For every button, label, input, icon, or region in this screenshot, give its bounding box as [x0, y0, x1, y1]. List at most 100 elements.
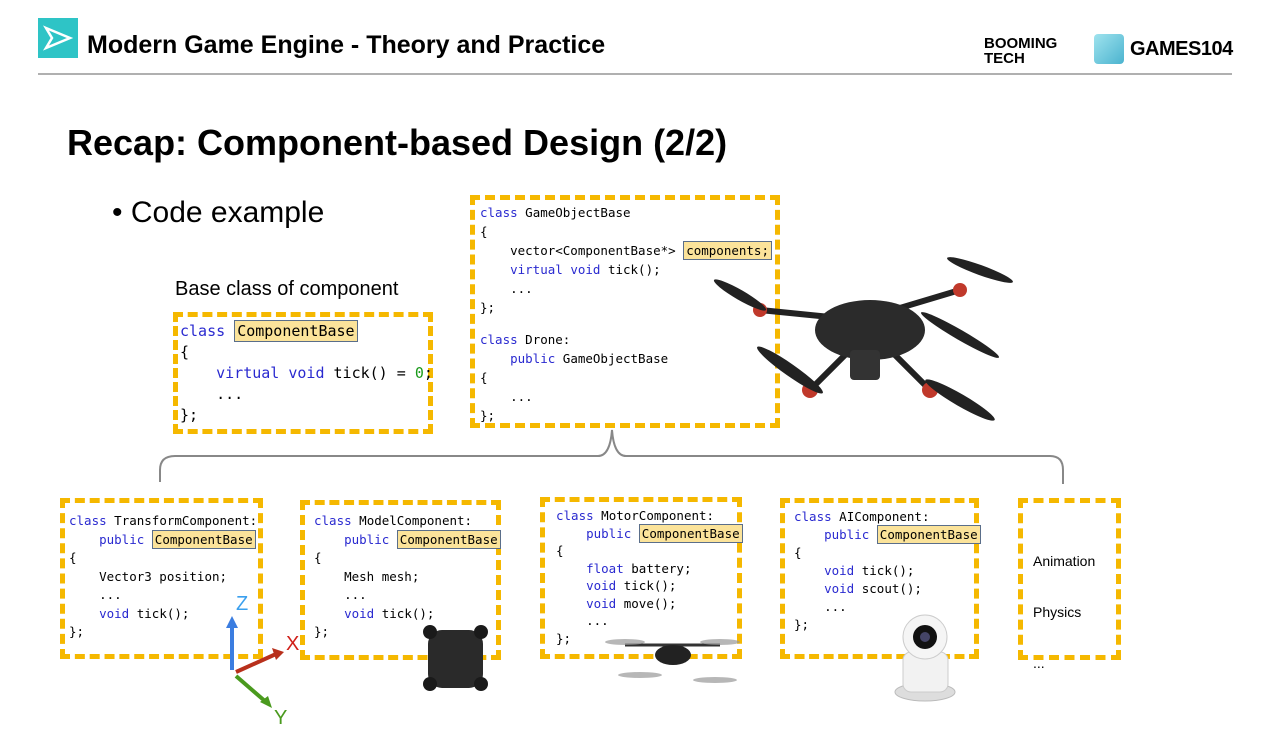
- code-token: [480, 351, 510, 366]
- z-axis-label: Z: [236, 593, 248, 615]
- code-token: [389, 532, 397, 547]
- code-token: [869, 527, 877, 542]
- keyword-token: void: [824, 563, 855, 578]
- code-token: [556, 561, 586, 576]
- axis-gizmo: Z X Y: [226, 593, 299, 729]
- code-line: class AIComponent:: [794, 508, 965, 526]
- keyword-token: public: [824, 527, 870, 542]
- code-token: {: [556, 543, 564, 558]
- code-line: ...: [794, 598, 965, 616]
- code-token: ...: [556, 613, 609, 628]
- code-token: vector<ComponentBase*>: [480, 243, 684, 258]
- code-token: Drone:: [517, 331, 571, 347]
- code-token: [556, 578, 586, 593]
- model-drone-image: [423, 625, 488, 691]
- keyword-token: void: [586, 595, 617, 611]
- keyword-token: class: [556, 508, 594, 523]
- keyword-token: public: [586, 525, 632, 541]
- code-line: virtual void tick() = 0;: [180, 363, 433, 384]
- code-token: [69, 532, 99, 547]
- highlighted-token: ComponentBase: [638, 523, 743, 543]
- code-line: public ComponentBase: [556, 523, 743, 543]
- code-line: float battery;: [556, 560, 726, 578]
- code-component-base: class ComponentBase{ virtual void tick()…: [173, 312, 433, 434]
- code-line: };: [180, 405, 426, 426]
- y-axis: [234, 674, 268, 704]
- code-token: {: [794, 545, 802, 560]
- keyword-token: float: [586, 560, 624, 576]
- code-token: [556, 526, 586, 541]
- code-token: [144, 532, 152, 547]
- code-line: public ComponentBase: [794, 525, 981, 544]
- code-token: };: [314, 624, 330, 639]
- code-token: };: [480, 407, 496, 423]
- code-token: [314, 532, 344, 547]
- keyword-token: public: [510, 350, 556, 366]
- code-line: class ModelComponent:: [314, 512, 487, 531]
- code-token: scout();: [854, 581, 922, 596]
- code-line: class TransformComponent:: [69, 512, 257, 531]
- base-class-caption: Base class of component: [175, 278, 399, 300]
- keyword-token: class: [480, 331, 518, 347]
- code-token: };: [69, 624, 85, 639]
- code-token: ...: [180, 385, 244, 403]
- code-line: ...: [480, 279, 770, 298]
- code-gameobject-base: class GameObjectBase { vector<ComponentBa…: [470, 195, 780, 428]
- code-token: ...: [794, 599, 847, 614]
- code-token: tick();: [374, 605, 435, 621]
- code-token: ModelComponent:: [351, 513, 473, 528]
- code-line: {: [480, 368, 770, 387]
- code-line: };: [556, 630, 726, 648]
- code-token: tick();: [129, 605, 190, 621]
- highlighted-token: ComponentBase: [151, 529, 256, 549]
- code-token: [480, 262, 510, 277]
- code-token: [794, 581, 824, 596]
- keyword-token: public: [99, 531, 145, 547]
- other-animation: Animation: [1033, 553, 1096, 569]
- code-line: ...: [180, 384, 426, 405]
- drone-image: [713, 257, 1013, 421]
- slide-heading: Recap: Component-based Design (2/2): [67, 122, 728, 163]
- code-line: {: [69, 549, 254, 568]
- code-token: tick();: [600, 262, 661, 277]
- code-token: TransformComponent:: [106, 513, 258, 528]
- code-line: ...: [314, 586, 487, 605]
- code-token: [794, 563, 824, 578]
- code-token: };: [794, 617, 810, 632]
- code-token: AIComponent:: [831, 509, 930, 524]
- code-token: ;: [423, 364, 433, 382]
- code-token: {: [314, 550, 322, 565]
- code-token: };: [480, 300, 496, 315]
- keyword-token: class: [794, 509, 832, 524]
- code-line: };: [480, 298, 770, 317]
- code-token: Mesh mesh;: [314, 568, 420, 584]
- code-line: };: [314, 623, 487, 642]
- code-line: };: [69, 623, 254, 642]
- code-line: public ComponentBase: [314, 529, 501, 550]
- code-token: };: [180, 406, 199, 424]
- games104-cube-icon: [1094, 34, 1124, 64]
- code-line: };: [480, 406, 770, 425]
- code-line: {: [794, 544, 965, 562]
- code-token: 0: [414, 364, 424, 382]
- code-line: vector<ComponentBase*> components;: [480, 241, 772, 260]
- other-ellipsis: ...: [1033, 655, 1045, 671]
- motor-drone-image: [605, 639, 740, 683]
- highlighted-token: components;: [683, 241, 772, 260]
- code-token: {: [69, 550, 77, 565]
- code-token: {: [480, 369, 488, 385]
- y-axis-label: Y: [274, 707, 287, 729]
- code-token: };: [556, 630, 572, 646]
- code-line: Vector3 position;: [69, 568, 254, 587]
- code-token: tick();: [616, 578, 677, 593]
- code-motor-component: class MotorComponent: public ComponentBa…: [540, 497, 743, 659]
- code-token: ...: [480, 281, 533, 296]
- code-token: {: [480, 224, 488, 239]
- code-token: [314, 606, 344, 621]
- code-token: MotorComponent:: [593, 508, 715, 523]
- code-ai-component: class AIComponent: public ComponentBase{…: [780, 498, 981, 659]
- code-token: GameObjectBase: [555, 350, 669, 366]
- code-line: {: [480, 222, 770, 241]
- highlighted-token: ComponentBase: [396, 529, 501, 549]
- code-line: class Drone:: [480, 330, 770, 349]
